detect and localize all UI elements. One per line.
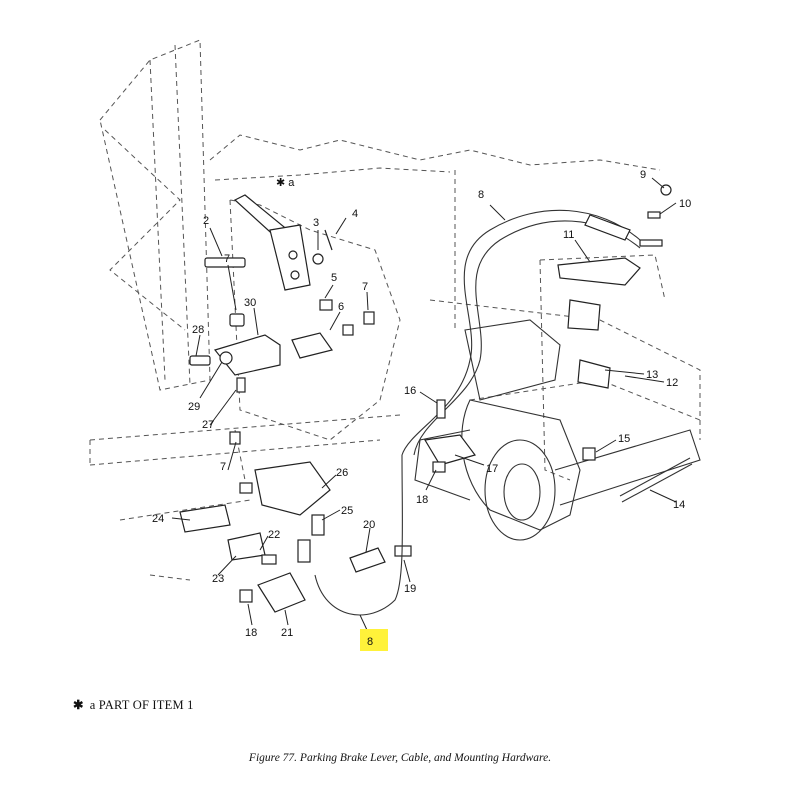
mounting-brackets xyxy=(179,299,412,613)
callout-23: 23 xyxy=(212,573,224,585)
callout-20: 20 xyxy=(363,519,375,531)
callout-18: 18 xyxy=(245,627,257,639)
callout-11: 11 xyxy=(563,229,574,241)
vehicle-frame-outline xyxy=(89,39,701,581)
callout-3: 3 xyxy=(313,217,319,229)
callout-10: 10 xyxy=(679,198,691,210)
callout-7: 7 xyxy=(224,253,230,265)
figure-caption: Figure 77. Parking Brake Lever, Cable, a… xyxy=(248,752,552,764)
callout-19: 19 xyxy=(404,583,416,595)
callout-7c: 7 xyxy=(220,461,226,473)
callout-8-highlighted: 8 xyxy=(367,636,373,648)
part-of-item-note: ✱ a PART OF ITEM 1 xyxy=(73,697,194,713)
callout-9: 9 xyxy=(640,169,646,181)
callout-24: 24 xyxy=(152,513,164,525)
callout-13: 13 xyxy=(646,369,658,381)
callout-22: 22 xyxy=(268,529,280,541)
callout-12: 12 xyxy=(666,377,678,389)
parking-brake-lever xyxy=(204,194,333,291)
callout-25: 25 xyxy=(341,505,353,517)
callout-8: 8 xyxy=(478,189,484,201)
callout-15: 15 xyxy=(618,433,630,445)
note-asterisk: ✱ xyxy=(73,698,84,712)
callout-26: 26 xyxy=(336,467,348,479)
callout-6: 6 xyxy=(338,301,344,313)
callout-29: 29 xyxy=(188,401,200,413)
callout-7b: 7 xyxy=(362,281,368,293)
callout-2: 2 xyxy=(203,215,209,227)
callout-28: 28 xyxy=(192,324,204,336)
callout-highlight xyxy=(360,629,388,651)
callout-5: 5 xyxy=(331,272,337,284)
callout-27: 27 xyxy=(202,419,214,431)
callout-30: 30 xyxy=(244,297,256,309)
callout-18b: 18 xyxy=(416,494,428,506)
axle-housing xyxy=(414,319,701,541)
callout-17: 17 xyxy=(486,463,498,475)
callout-4: 4 xyxy=(352,208,358,220)
top-marker: ✱ a xyxy=(276,177,295,189)
note-text: a PART OF ITEM 1 xyxy=(89,698,194,712)
leader-lines xyxy=(171,177,677,631)
callout-16: 16 xyxy=(404,385,416,397)
callout-14: 14 xyxy=(673,499,685,511)
callout-numbers: ✱ a 2 3 4 7 5 6 7 30 28 29 27 7 26 24 25… xyxy=(152,169,691,648)
callout-21: 21 xyxy=(281,627,293,639)
